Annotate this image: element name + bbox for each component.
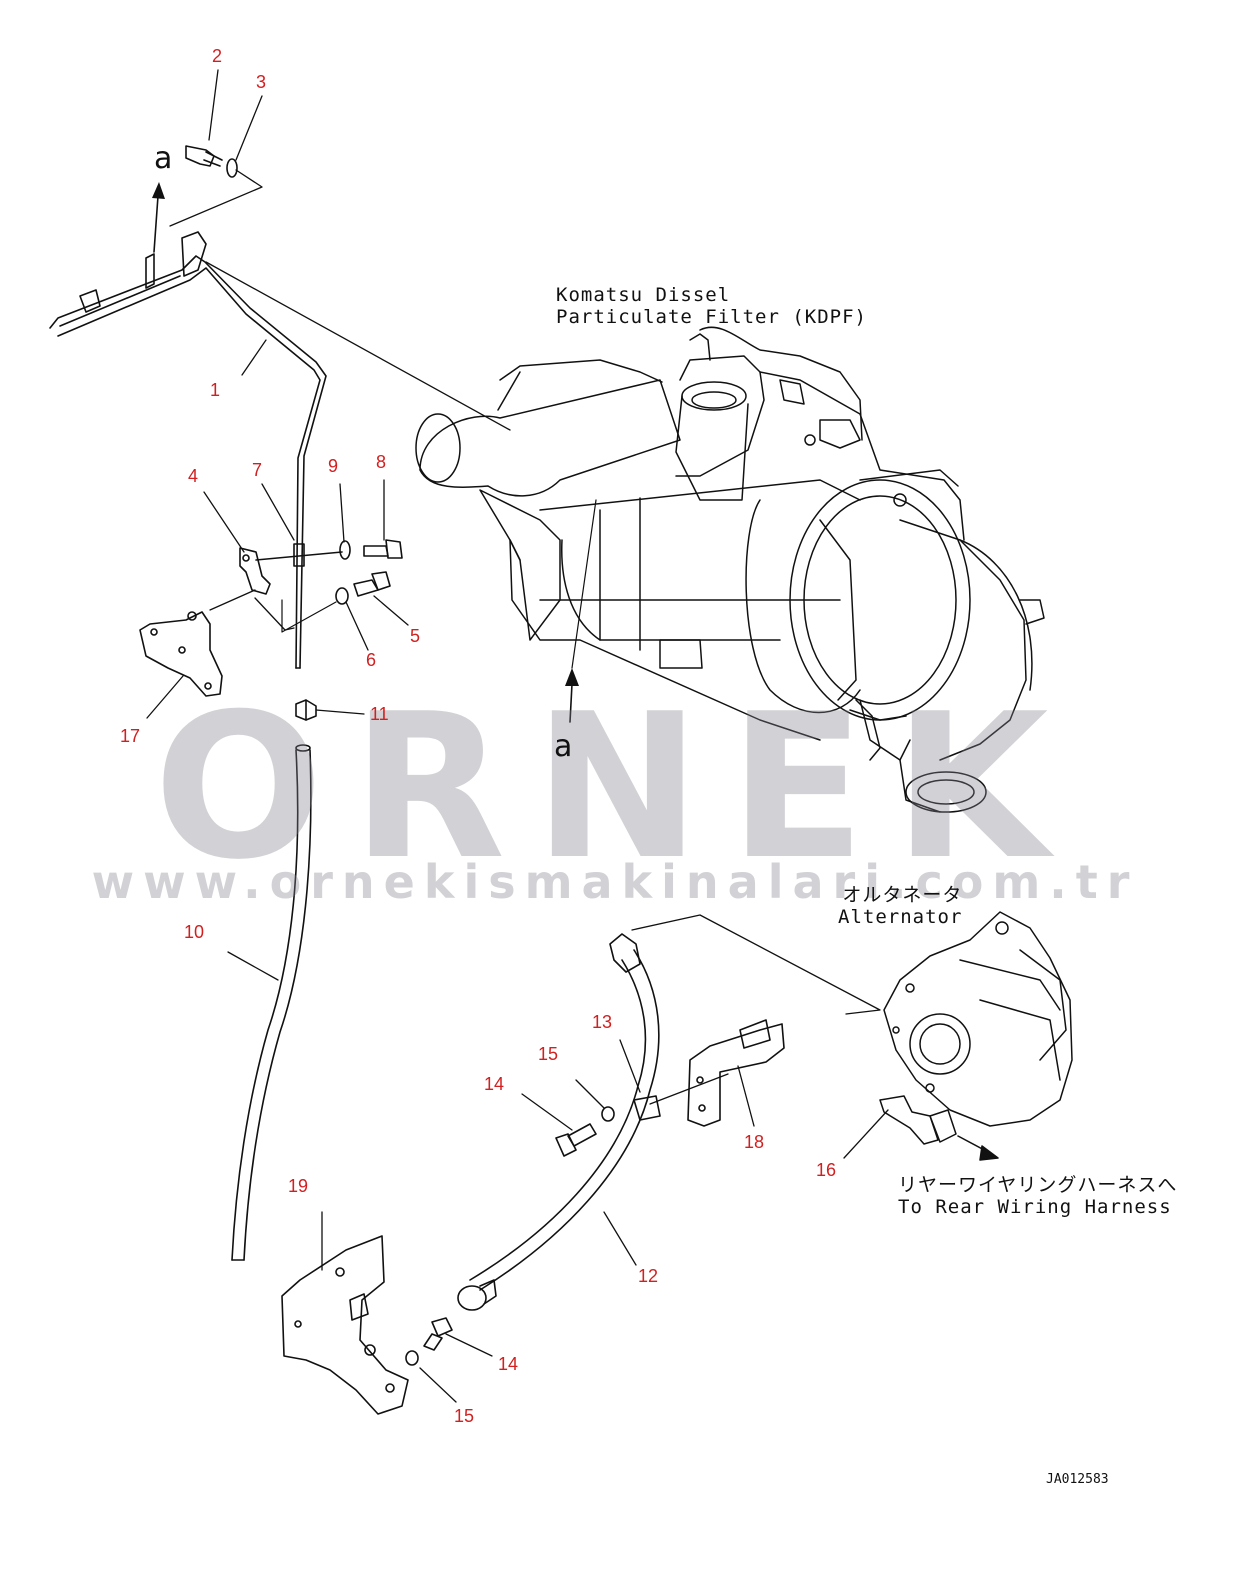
part-7-sleeve: [255, 543, 343, 567]
callout-8: 8: [376, 452, 387, 472]
part-5-bolt: [353, 571, 391, 597]
part-15-washer: [601, 1106, 615, 1122]
part-13-clip: [633, 1095, 661, 1121]
callout-15-lower: 15: [454, 1406, 475, 1426]
callout-5: 5: [410, 626, 421, 646]
document-id: JA012583: [1046, 1472, 1109, 1487]
kdpf-title: Komatsu Dissel Particulate Filter (KDPF): [556, 284, 867, 328]
view-arrow-upper: [152, 182, 165, 253]
callout-18: 18: [744, 1132, 765, 1152]
part-2-bolt: [185, 145, 223, 167]
part-4-clamp: [239, 547, 271, 595]
alternator: [883, 911, 1073, 1127]
watermark-url: www.ornekismakinalari.com.tr: [91, 855, 1139, 909]
part-18-bracket: [687, 1019, 785, 1127]
callout-3: 3: [256, 72, 267, 92]
callout-12: 12: [638, 1266, 659, 1286]
part-10-hose: [231, 744, 312, 1261]
alternator-label: オルタネータ Alternator: [838, 884, 963, 928]
callout-1: 1: [210, 380, 221, 400]
callout-14-lower: 14: [498, 1354, 519, 1374]
callout-16: 16: [816, 1160, 837, 1180]
rear-harness-label: リヤーワイヤリングハーネスへ To Rear Wiring Harness: [898, 1174, 1178, 1218]
part-1-rod: [49, 231, 327, 669]
callout-9: 9: [328, 456, 339, 476]
callout-13: 13: [592, 1012, 613, 1032]
part-19-bracket: [281, 1235, 409, 1415]
callout-10: 10: [184, 922, 205, 942]
callout-17: 17: [120, 726, 141, 746]
view-marker-upper: a: [154, 141, 173, 176]
part-16-harness: [879, 1095, 999, 1161]
callout-6: 6: [366, 650, 377, 670]
part-12-cable: [457, 933, 660, 1311]
callout-2: 2: [212, 46, 223, 66]
callout-11: 11: [370, 704, 389, 724]
part-3-washer: [226, 158, 238, 178]
part-8-bolt: [363, 539, 403, 559]
callout-14: 14: [484, 1074, 505, 1094]
callout-7: 7: [252, 460, 263, 480]
part-15-washer-lower: [405, 1350, 419, 1366]
view-marker-lower: a: [554, 729, 573, 764]
callout-15: 15: [538, 1044, 559, 1064]
watermark-brand: ORNEK: [153, 671, 1077, 904]
callout-19: 19: [288, 1176, 309, 1196]
part-17-bracket: [139, 611, 223, 697]
clamp-leaders: [281, 599, 337, 633]
kdpf-assembly: [415, 326, 1045, 813]
part-14-bolt: [555, 1123, 597, 1157]
part-11-grommet: [295, 699, 317, 721]
part-9-washer: [339, 540, 351, 560]
part-14-bolt-lower: [423, 1317, 453, 1351]
callout-4: 4: [188, 466, 199, 486]
part-6-washer: [335, 587, 349, 605]
